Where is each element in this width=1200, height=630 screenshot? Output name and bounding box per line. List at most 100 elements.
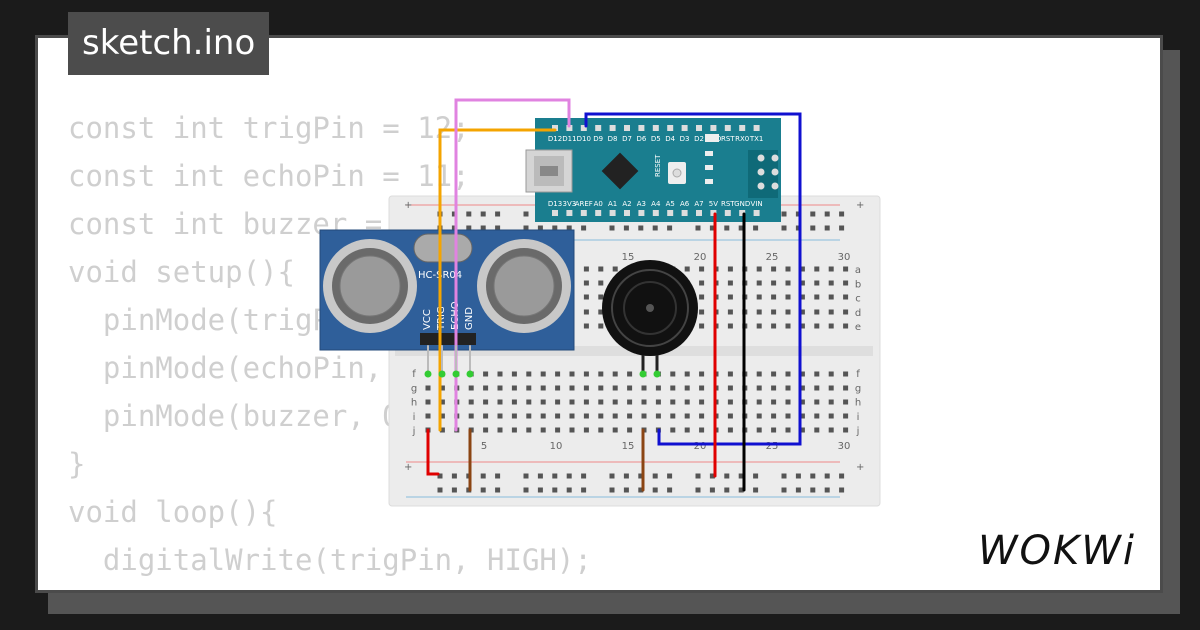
- reset-label: RESET: [654, 154, 662, 177]
- wokwi-logo: WOKWi: [978, 528, 1136, 574]
- board-pin-label: D12: [548, 135, 562, 143]
- board-pin[interactable]: [739, 125, 746, 131]
- board-pin-label: D7: [622, 135, 632, 143]
- board-pin[interactable]: [638, 125, 645, 131]
- board-pin[interactable]: [566, 125, 573, 131]
- row-letter: i: [857, 412, 860, 423]
- row-letter: h: [855, 398, 861, 409]
- board-pin[interactable]: [710, 210, 717, 216]
- file-tab[interactable]: sketch.ino: [68, 12, 270, 75]
- buzzer: [602, 260, 698, 372]
- wire-red-vcc[interactable]: [426, 428, 440, 476]
- board-pin-label: 5V: [709, 200, 718, 208]
- board-pin-label: A3: [637, 200, 646, 208]
- board-pin-label: TX1: [749, 135, 764, 143]
- board-pin[interactable]: [580, 210, 587, 216]
- logo-text: WOKWi: [978, 528, 1136, 574]
- board-pin-label: RST: [721, 200, 735, 208]
- column-number: 25: [766, 252, 779, 263]
- code-line: const int echoPin = 11;: [68, 159, 470, 193]
- rail-plus: +: [856, 200, 864, 211]
- board-pin[interactable]: [724, 125, 731, 131]
- board-pin[interactable]: [652, 210, 659, 216]
- row-letter: f: [856, 369, 860, 380]
- column-number: 15: [622, 441, 635, 452]
- connection-dots: [424, 370, 661, 378]
- board-pin[interactable]: [724, 210, 731, 216]
- sensor-pin-label: VCC: [422, 309, 433, 330]
- board-pin[interactable]: [696, 125, 702, 131]
- board-pin[interactable]: [667, 210, 674, 216]
- board-pin-label: D11: [562, 135, 576, 143]
- column-number: 25: [766, 441, 779, 452]
- board-pin[interactable]: [681, 210, 688, 216]
- board-pin[interactable]: [638, 210, 645, 216]
- board-pin-label: RX0: [735, 135, 749, 143]
- board-pin[interactable]: [652, 125, 659, 131]
- board-pin-label: D3: [680, 135, 690, 143]
- wire-pink[interactable]: [454, 98, 571, 432]
- board-pin-label: A4: [651, 200, 661, 208]
- board-pin[interactable]: [753, 210, 760, 216]
- board-pin[interactable]: [696, 210, 702, 216]
- rail-plus: +: [404, 200, 412, 211]
- code-line: digitalWrite(trigPin, HIGH);: [68, 543, 592, 577]
- row-letter: c: [855, 294, 861, 305]
- board-pin[interactable]: [580, 125, 587, 131]
- board-pin-label: A1: [608, 200, 617, 208]
- column-number: 15: [622, 252, 635, 263]
- row-letter: f: [412, 369, 416, 380]
- board-pin[interactable]: [753, 125, 760, 131]
- board-pin[interactable]: [595, 210, 602, 216]
- column-number: 20: [694, 441, 707, 452]
- board-pin[interactable]: [710, 125, 717, 131]
- row-letter: g: [855, 383, 861, 394]
- wire-blue[interactable]: [584, 112, 802, 446]
- board-pin-label: A6: [680, 200, 690, 208]
- wire-orange[interactable]: [438, 128, 557, 432]
- rail-plus: +: [404, 462, 412, 473]
- board-pin-label: A5: [666, 200, 675, 208]
- board-pin-label: A2: [622, 200, 631, 208]
- board-pin-label: GND: [734, 200, 750, 208]
- board-pin-label: D13: [548, 200, 562, 208]
- rail-plus: +: [856, 462, 864, 473]
- row-letter: d: [855, 308, 861, 319]
- row-letter: i: [413, 412, 416, 423]
- board-pin[interactable]: [552, 125, 558, 131]
- board-pin[interactable]: [739, 210, 746, 216]
- board-pin-label: D6: [636, 135, 646, 143]
- code-line: void setup(){: [68, 255, 295, 289]
- column-number: 5: [481, 441, 487, 452]
- arduino-nano: D12D11D10D9D8D7D6D5D4D3D2GNDRSTRX0TX1D13…: [525, 118, 781, 222]
- row-letter: g: [411, 383, 417, 394]
- board-pin-label: D4: [665, 135, 675, 143]
- board-pin[interactable]: [681, 125, 688, 131]
- board-pin[interactable]: [552, 210, 558, 216]
- sensor-pin-label: GND: [464, 307, 475, 330]
- wires: [426, 98, 802, 492]
- board-pin[interactable]: [667, 125, 674, 131]
- column-number: 10: [550, 441, 563, 452]
- board-pin[interactable]: [624, 125, 630, 131]
- row-letter: a: [855, 265, 861, 276]
- board-pin[interactable]: [609, 210, 616, 216]
- row-letter: j: [856, 426, 860, 437]
- board-pin-label: D8: [608, 135, 618, 143]
- board-pin[interactable]: [609, 125, 616, 131]
- board-pin-label: D2: [694, 135, 704, 143]
- board-pin-label: RST: [721, 135, 735, 143]
- board-pin[interactable]: [595, 125, 602, 131]
- row-letter: b: [855, 279, 861, 290]
- row-letter: e: [855, 322, 861, 333]
- row-letter: j: [412, 426, 416, 437]
- board-pin-label: A0: [594, 200, 603, 208]
- board-pin-label: D9: [593, 135, 603, 143]
- column-number: 20: [694, 252, 707, 263]
- board-pin-label: 3V3: [563, 200, 577, 208]
- board-pin[interactable]: [624, 210, 630, 216]
- board-pin[interactable]: [566, 210, 573, 216]
